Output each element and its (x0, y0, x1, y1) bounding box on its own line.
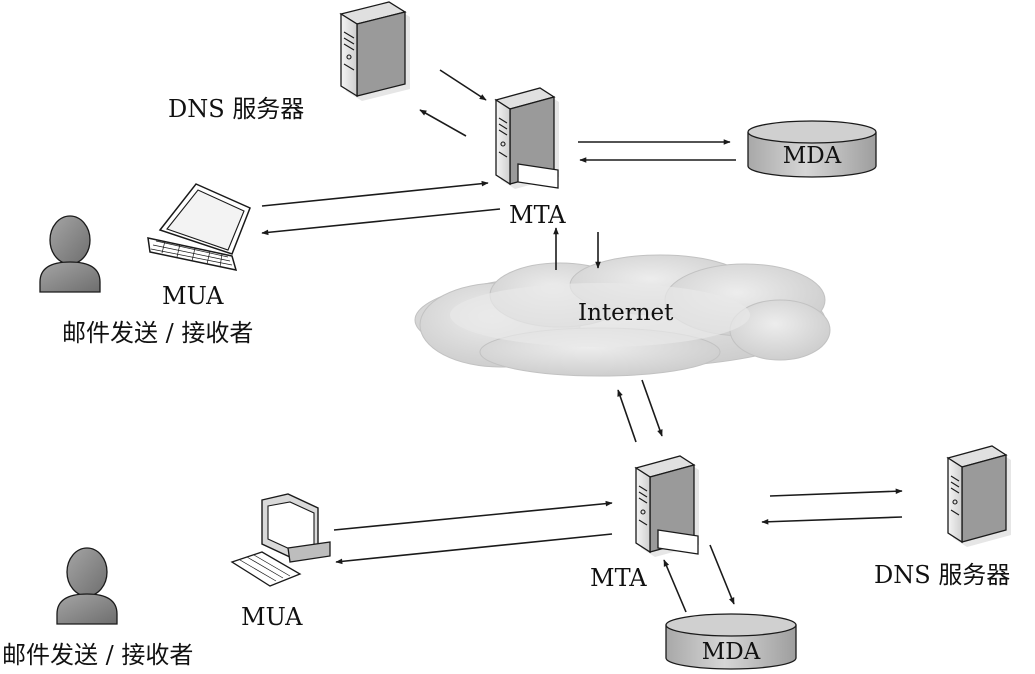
mda-database-bottom-icon (665, 613, 797, 670)
arrow-internet-to-mta-bottom (641, 379, 663, 437)
mda-database-top-icon (747, 120, 877, 178)
dns-server-top-label: DNS 服务器 (168, 95, 305, 123)
arrow-dns-to-mta-bottom (761, 516, 903, 525)
arrow-mta-to-dns-top (419, 109, 467, 137)
arrow-mua-to-mta-top (261, 180, 489, 207)
arrow-mta-to-dns-bottom (769, 488, 903, 497)
arrow-mta-to-internet-bottom (617, 389, 637, 443)
connection-arrows (261, 69, 903, 613)
dns-server-bottom-label: DNS 服务器 (874, 561, 1011, 589)
arrow-mda-to-mta-bottom (663, 559, 687, 613)
mta-top-label: MTA (509, 201, 566, 229)
arrow-dns-to-mta-top (439, 69, 487, 101)
mua-bottom-label: MUA (241, 603, 303, 631)
arrow-mta-to-mua-bottom (335, 533, 613, 565)
mda-bottom-label: MDA (701, 639, 761, 665)
desktop-mua-icon (230, 493, 331, 587)
dns-server-bottom-icon (946, 445, 1011, 547)
arrow-mta-to-mda-bottom (709, 544, 735, 605)
arrow-mta-to-mua-top (261, 208, 501, 236)
mta-server-bottom-icon (634, 455, 699, 557)
mta-bottom-label: MTA (590, 564, 647, 592)
person-top-icon (39, 215, 101, 293)
laptop-mua-icon (147, 183, 251, 271)
internet-cloud (414, 254, 831, 377)
internet-label: Internet (578, 300, 674, 326)
mua-top-label: MUA (162, 282, 224, 310)
user-top-label: 邮件发送 / 接收者 (62, 319, 254, 347)
user-bottom-label: 邮件发送 / 接收者 (2, 641, 194, 669)
arrow-mua-to-mta-bottom (333, 500, 613, 531)
person-bottom-icon (56, 547, 118, 625)
mda-top-label: MDA (782, 143, 842, 169)
mta-server-top-icon (494, 87, 559, 189)
dns-server-top-icon (339, 1, 410, 101)
